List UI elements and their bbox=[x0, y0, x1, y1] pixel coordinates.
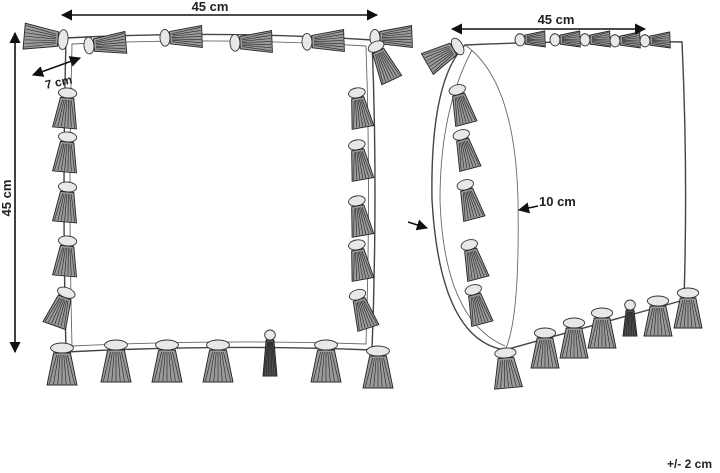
tassel bbox=[420, 37, 465, 76]
tassel bbox=[494, 347, 524, 390]
tassel bbox=[159, 25, 203, 49]
tassel bbox=[643, 295, 673, 337]
tassel bbox=[83, 30, 128, 55]
tassel bbox=[348, 87, 375, 130]
front-height-label: 45 cm bbox=[0, 180, 14, 217]
tassel-length-label: 7 cm bbox=[44, 73, 74, 92]
tassel bbox=[448, 84, 478, 128]
front-cushion-outline bbox=[63, 33, 376, 353]
side-depth-label: 10 cm bbox=[539, 194, 576, 209]
tassel bbox=[369, 25, 413, 49]
tassel bbox=[348, 288, 380, 333]
front-width-label: 45 cm bbox=[192, 0, 229, 14]
tassel bbox=[367, 40, 403, 86]
tassel bbox=[51, 181, 78, 224]
tassel bbox=[348, 139, 375, 182]
side-depth-arrow-left bbox=[407, 219, 429, 231]
tassel bbox=[262, 329, 278, 377]
front-view bbox=[22, 22, 413, 389]
side-depth-arrow-right bbox=[517, 202, 539, 214]
tassel bbox=[202, 339, 234, 383]
tassel bbox=[514, 30, 546, 48]
tassel bbox=[229, 30, 273, 54]
tassel bbox=[22, 22, 69, 50]
tassel bbox=[362, 345, 394, 389]
side-tassels bbox=[420, 30, 703, 390]
tassel bbox=[348, 195, 375, 238]
tassel bbox=[460, 239, 490, 283]
tassel bbox=[42, 286, 76, 331]
tassel bbox=[452, 129, 482, 173]
tassel-length-arrow bbox=[31, 56, 82, 77]
tassel bbox=[639, 31, 671, 49]
tassel bbox=[456, 179, 486, 223]
tassel bbox=[51, 131, 78, 174]
tassel bbox=[301, 29, 345, 53]
tassel bbox=[151, 339, 183, 383]
tolerance-label: +/- 2 cm bbox=[667, 457, 712, 471]
tassel bbox=[559, 317, 589, 359]
tassel bbox=[310, 339, 342, 383]
side-width-label: 45 cm bbox=[538, 12, 575, 27]
tassel bbox=[530, 327, 560, 369]
tassel bbox=[549, 30, 581, 48]
tassel bbox=[46, 342, 78, 386]
side-cushion-seam bbox=[464, 44, 519, 351]
tassel bbox=[673, 287, 703, 329]
tassel bbox=[587, 307, 617, 349]
tassel bbox=[464, 284, 494, 328]
tassel bbox=[622, 299, 638, 337]
tassel bbox=[51, 235, 78, 278]
tassel bbox=[348, 239, 375, 282]
tassel bbox=[100, 339, 132, 383]
tassel bbox=[51, 87, 78, 130]
side-view bbox=[420, 30, 703, 390]
front-tassels bbox=[22, 22, 413, 389]
